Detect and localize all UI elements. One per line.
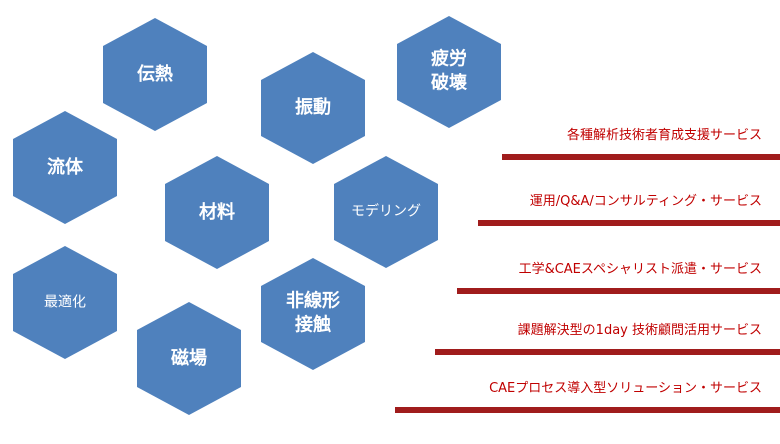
hex-label-vibration: 振動 — [295, 96, 331, 118]
service-underline — [478, 220, 780, 226]
hex-magnetic-field — [137, 302, 241, 415]
hex-label-materials: 材料 — [199, 201, 235, 223]
service-underline — [395, 407, 780, 413]
hex-fatigue-fracture — [397, 16, 501, 128]
hex-label-optimization: 最適化 — [44, 294, 86, 311]
hex-fluid — [13, 111, 117, 224]
service-label: CAEプロセス導入型ソリューション・サービス — [489, 381, 762, 396]
service-label: 運用/Q&A/コンサルティング・サービス — [529, 194, 762, 209]
service-item-process: CAEプロセス導入型ソリューション・サービス — [395, 377, 780, 413]
hex-label-heat-transfer: 伝熱 — [137, 63, 173, 85]
service-underline — [502, 154, 780, 160]
hex-label-fluid: 流体 — [47, 156, 83, 178]
service-item-dispatch: 工学&CAEスペシャリスト派遣・サービス — [457, 258, 780, 294]
hex-modeling — [334, 156, 438, 268]
hex-label-nonlinear-contact: 非線形 接触 — [286, 290, 340, 336]
service-item-operation: 運用/Q&A/コンサルティング・サービス — [478, 190, 780, 226]
hex-vibration — [261, 52, 365, 164]
service-label: 各種解析技術者育成支援サービス — [566, 128, 762, 143]
hex-materials — [165, 156, 269, 269]
service-item-advisor: 課題解決型の1day 技術顧問活用サービス — [435, 319, 780, 355]
hex-label-modeling: モデリング — [351, 203, 421, 220]
service-item-training: 各種解析技術者育成支援サービス — [502, 124, 780, 160]
service-label: 工学&CAEスペシャリスト派遣・サービス — [518, 262, 762, 277]
hex-optimization — [13, 246, 117, 359]
service-label: 課題解決型の1day 技術顧問活用サービス — [517, 323, 762, 338]
service-underline — [457, 288, 780, 294]
service-underline — [435, 349, 780, 355]
hex-heat-transfer — [103, 18, 207, 131]
hex-label-fatigue-fracture: 疲労 破壊 — [431, 48, 467, 94]
hex-label-magnetic-field: 磁場 — [171, 347, 207, 369]
hex-nonlinear-contact — [261, 258, 365, 370]
